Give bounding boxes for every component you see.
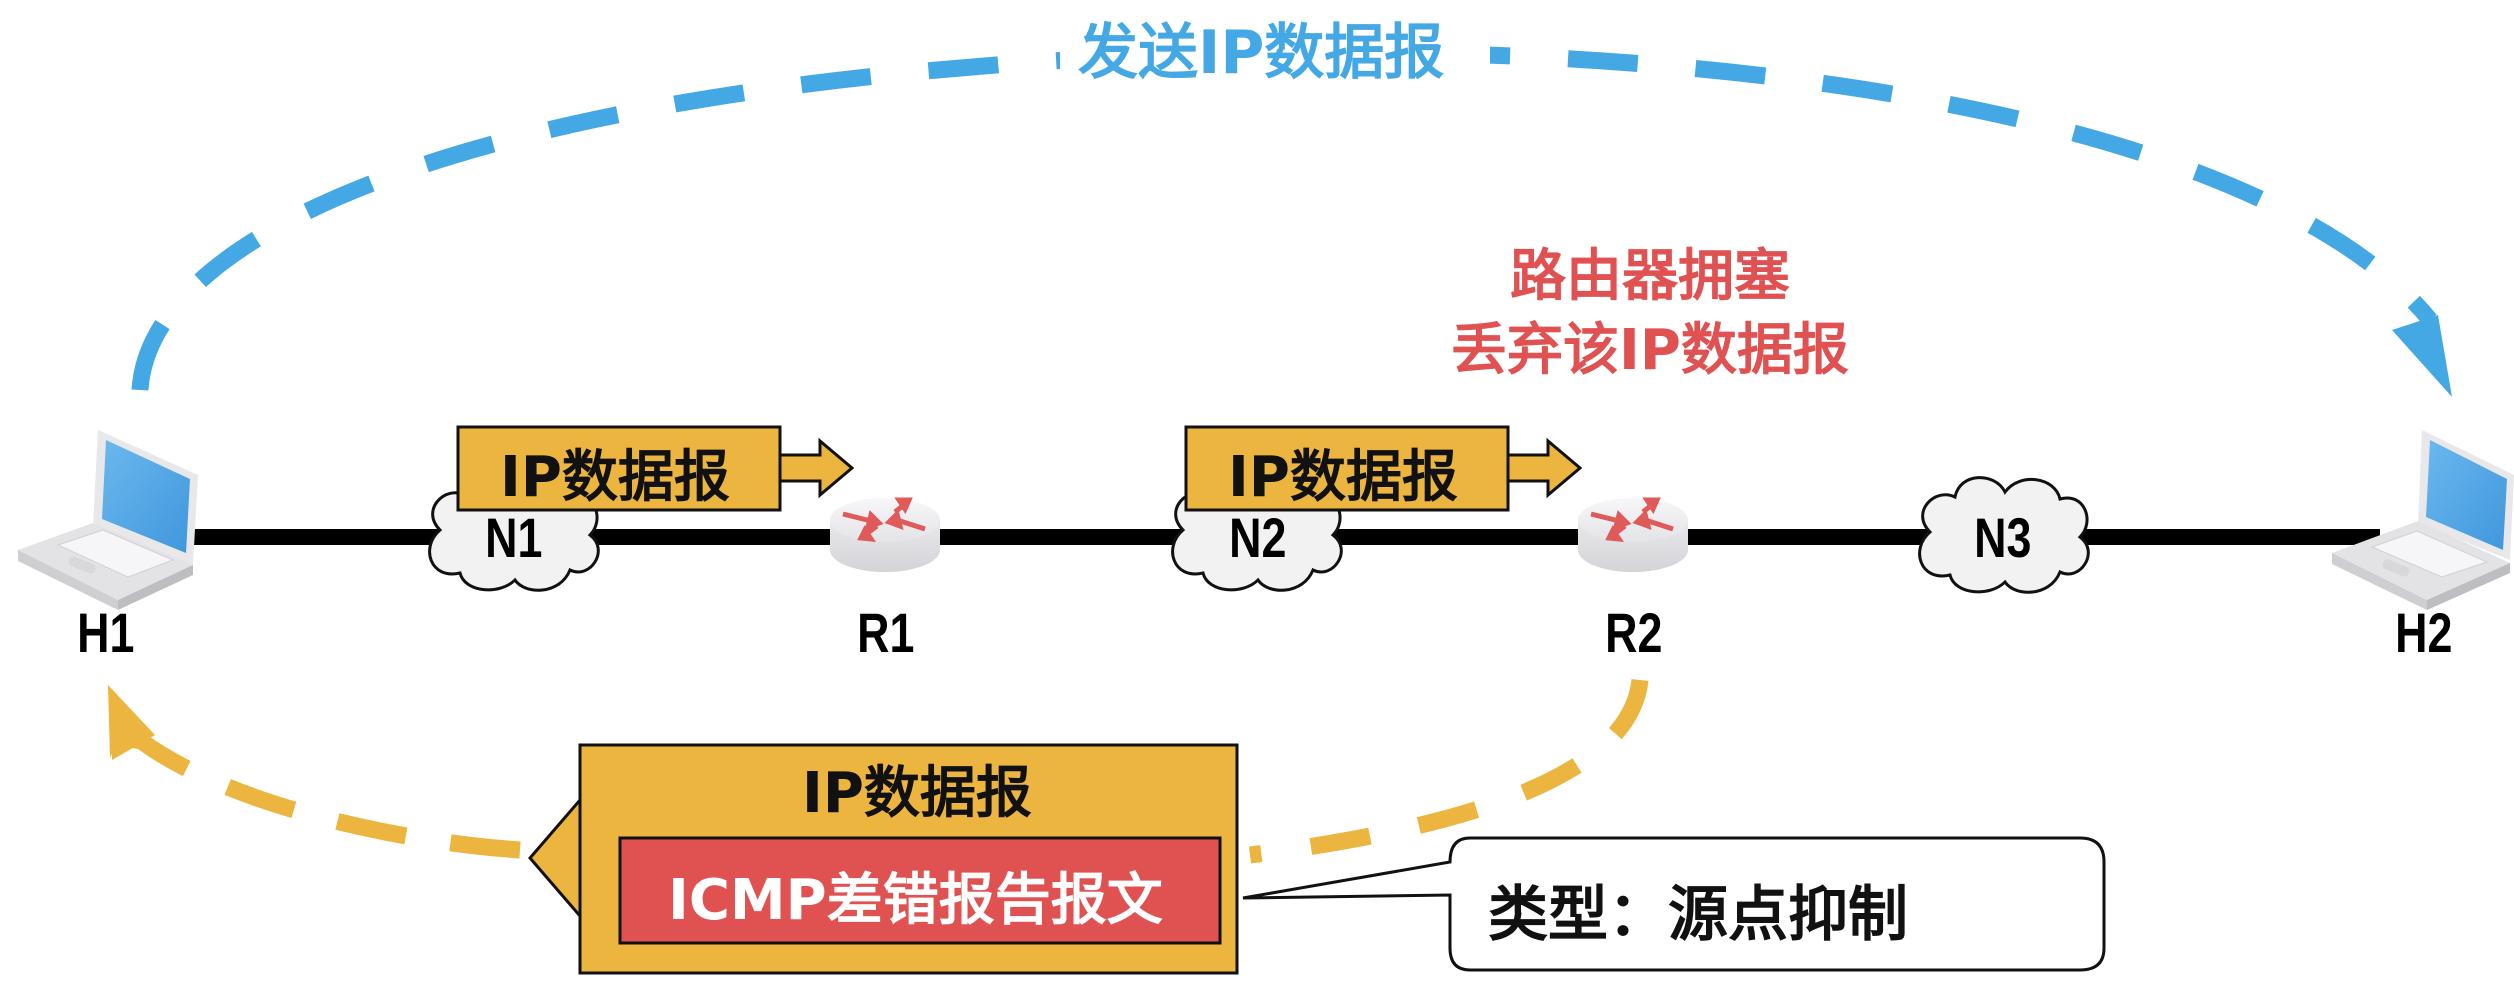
- return-packet-arrow: [528, 743, 1239, 975]
- congestion-note: 路由器拥塞 丢弃该IP数据报: [1410, 240, 1890, 388]
- host-h1-label: H1: [77, 601, 135, 664]
- network-cloud-n3: [1918, 476, 2090, 594]
- icmp-message-label: ICMP差错报告报文: [668, 868, 1163, 933]
- network-n3-label: N3: [1974, 506, 2032, 569]
- packet-arrow-2: [1184, 425, 1583, 512]
- network-n1-label: N1: [485, 506, 543, 569]
- router-r1-label: R1: [857, 601, 915, 664]
- laptop-h2-icon: [2332, 430, 2514, 610]
- callout-bubble: [1242, 836, 2106, 972]
- send-path-arrow: [131, 43, 2452, 397]
- congestion-note-line2: 丢弃该IP数据报: [1451, 318, 1849, 383]
- return-packet-label: IP数据报: [802, 761, 1032, 826]
- label-backdrop: [1060, 0, 1490, 90]
- router-r2-icon: [1578, 497, 1688, 572]
- network-n2-label: N2: [1229, 506, 1287, 569]
- callout-text: 类型：源点抑制: [1488, 880, 1908, 950]
- host-h2-label: H2: [2395, 601, 2453, 664]
- send-arrowhead-icon: [2392, 315, 2452, 397]
- laptop-h1-icon: [18, 430, 198, 610]
- return-path-arrow: [108, 678, 1649, 864]
- packet-1-label: IP数据报: [500, 445, 730, 510]
- congestion-note-line1: 路由器拥塞: [1510, 244, 1790, 309]
- router-r1-icon: [830, 497, 940, 572]
- send-path-label: 发送IP数据报: [1078, 18, 1445, 88]
- packet-2-label: IP数据报: [1228, 445, 1458, 510]
- router-r2-label: R2: [1605, 601, 1663, 664]
- packet-arrow-1: [456, 425, 855, 512]
